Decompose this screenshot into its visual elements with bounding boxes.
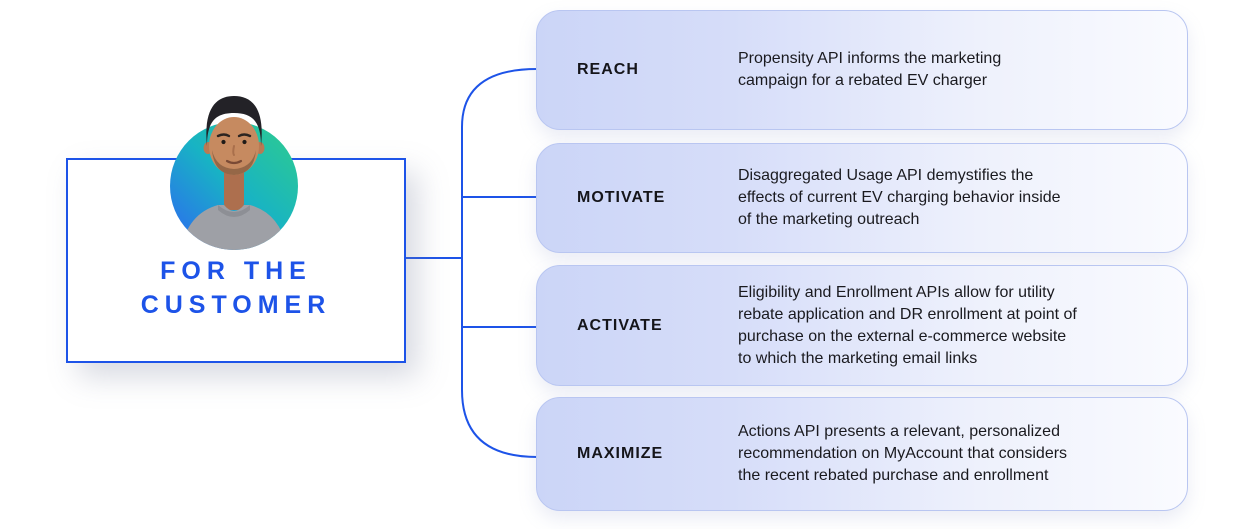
customer-box-title: FOR THE CUSTOMER: [140, 257, 332, 319]
stage-label-activate: ACTIVATE: [577, 316, 663, 334]
stage-label-reach: REACH: [577, 61, 639, 78]
stage-card-activate: ACTIVATE Eligibility and Enrollment APIs…: [536, 265, 1188, 386]
stage-card-maximize: MAXIMIZE Actions API presents a relevant…: [536, 397, 1188, 511]
stage-card-reach: REACH Propensity API informs the marketi…: [536, 10, 1188, 130]
stage-description-activate: Eligibility and Enrollment APIs allow fo…: [738, 283, 1077, 367]
stage-description-motivate: Disaggregated Usage API demystifies the …: [738, 167, 1061, 228]
stage-description-reach: Propensity API informs the marketing cam…: [738, 50, 1002, 89]
stage-card-motivate: MOTIVATE Disaggregated Usage API demysti…: [536, 143, 1188, 253]
customer-avatar: [170, 96, 298, 250]
stage-label-motivate: MOTIVATE: [577, 189, 666, 206]
connector-trunk: [461, 68, 538, 458]
stage-description-maximize: Actions API presents a relevant, persona…: [738, 423, 1068, 484]
stage-label-maximize: MAXIMIZE: [577, 445, 664, 462]
